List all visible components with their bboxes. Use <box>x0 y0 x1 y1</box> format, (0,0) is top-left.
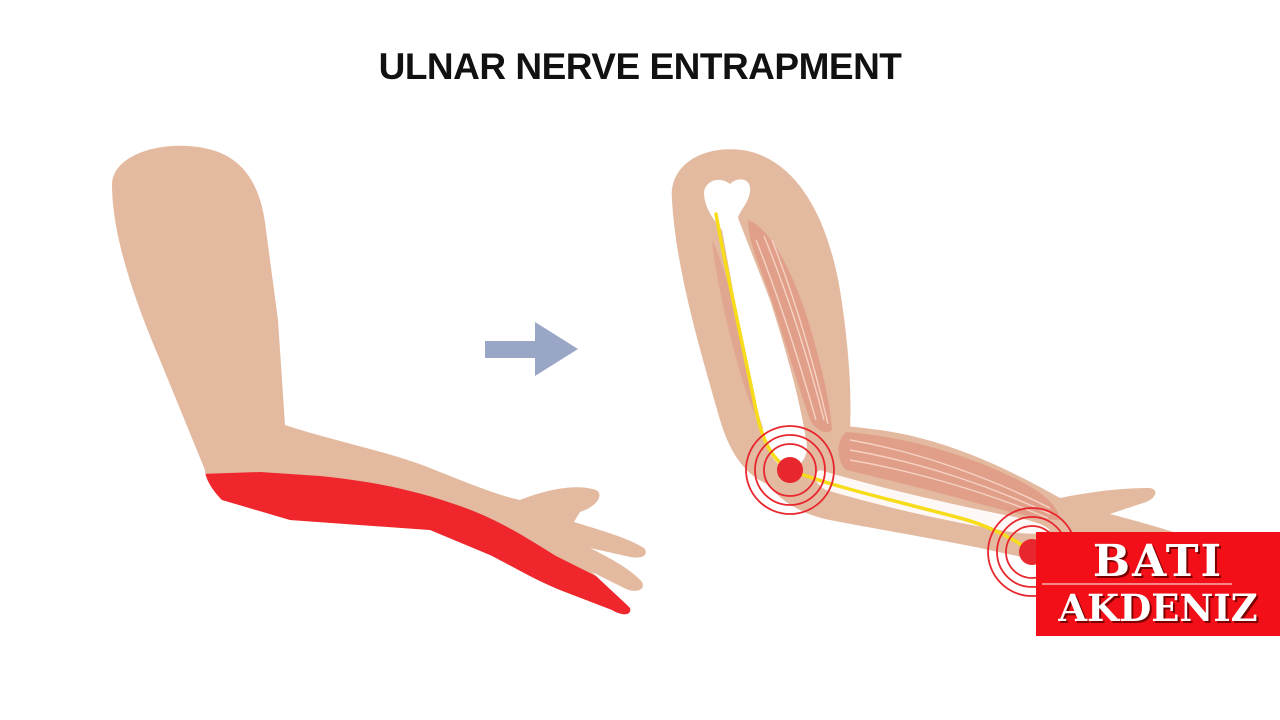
logo-line1: BATI <box>1092 536 1224 587</box>
left-arm-skin <box>112 145 646 615</box>
brand-logo: BATI AKDENIZ <box>1036 532 1280 636</box>
humerus-bone <box>704 179 807 469</box>
page-title: ULNAR NERVE ENTRAPMENT <box>378 46 902 87</box>
elbow-compression-target <box>745 425 835 515</box>
logo-line2: AKDENIZ <box>1058 586 1258 630</box>
ulna-radius-bones <box>815 470 1050 534</box>
left-arm-illustration <box>112 145 646 615</box>
forearm-muscle-fibers <box>849 439 1051 519</box>
triceps-muscle <box>712 240 764 430</box>
upper-arm-muscle-fibers <box>755 235 829 425</box>
logo-background <box>1036 532 1280 636</box>
forearm-muscles <box>838 432 1060 520</box>
right-arm-anatomy <box>671 149 1192 597</box>
arrow-right-icon <box>485 322 578 376</box>
